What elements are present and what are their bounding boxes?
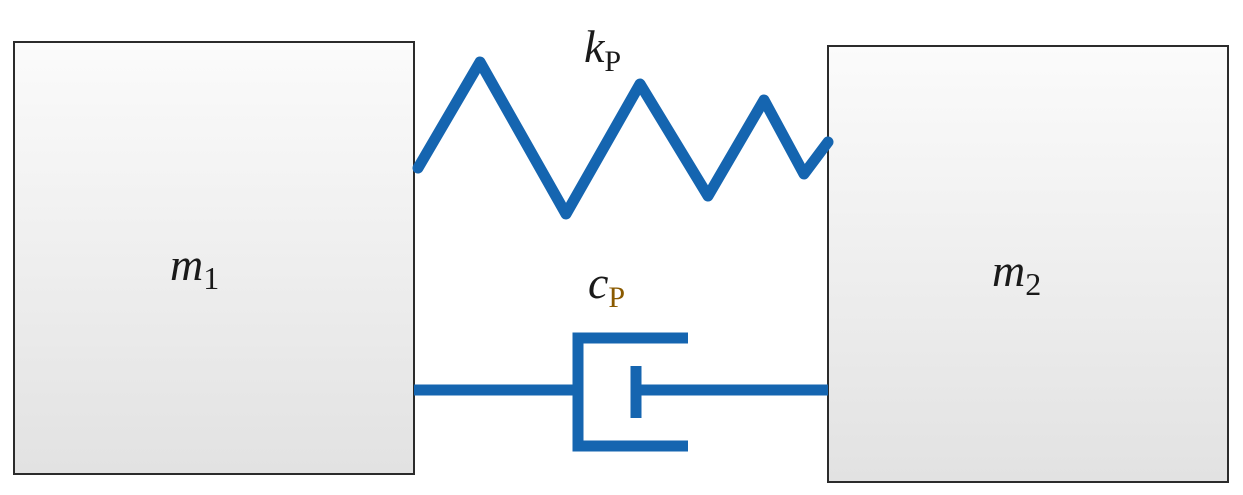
damper-label: cP: [588, 257, 625, 314]
mass-1-label: m1: [170, 239, 219, 296]
damper-cylinder: [572, 332, 688, 452]
spring-subscript: P: [604, 45, 621, 78]
spring-element: kP: [412, 21, 834, 220]
mass-2-subscript: 2: [1025, 266, 1041, 302]
damper-symbol: c: [588, 257, 608, 308]
mass-2-box: [827, 45, 1229, 483]
spring-symbol: k: [584, 21, 606, 72]
spring-zigzag: [412, 56, 834, 220]
mass-1-block: m1: [13, 41, 415, 475]
mass-2-block: m2: [827, 45, 1229, 483]
damper-element: cP: [414, 257, 828, 452]
spring-label: kP: [584, 21, 621, 78]
mass-1-symbol: m: [170, 239, 203, 290]
mass-1-box: [13, 41, 415, 475]
mass-2-symbol: m: [992, 245, 1025, 296]
damper-subscript: P: [608, 281, 625, 314]
mass-2-label: m2: [992, 245, 1041, 302]
mass-1-subscript: 1: [203, 260, 219, 296]
